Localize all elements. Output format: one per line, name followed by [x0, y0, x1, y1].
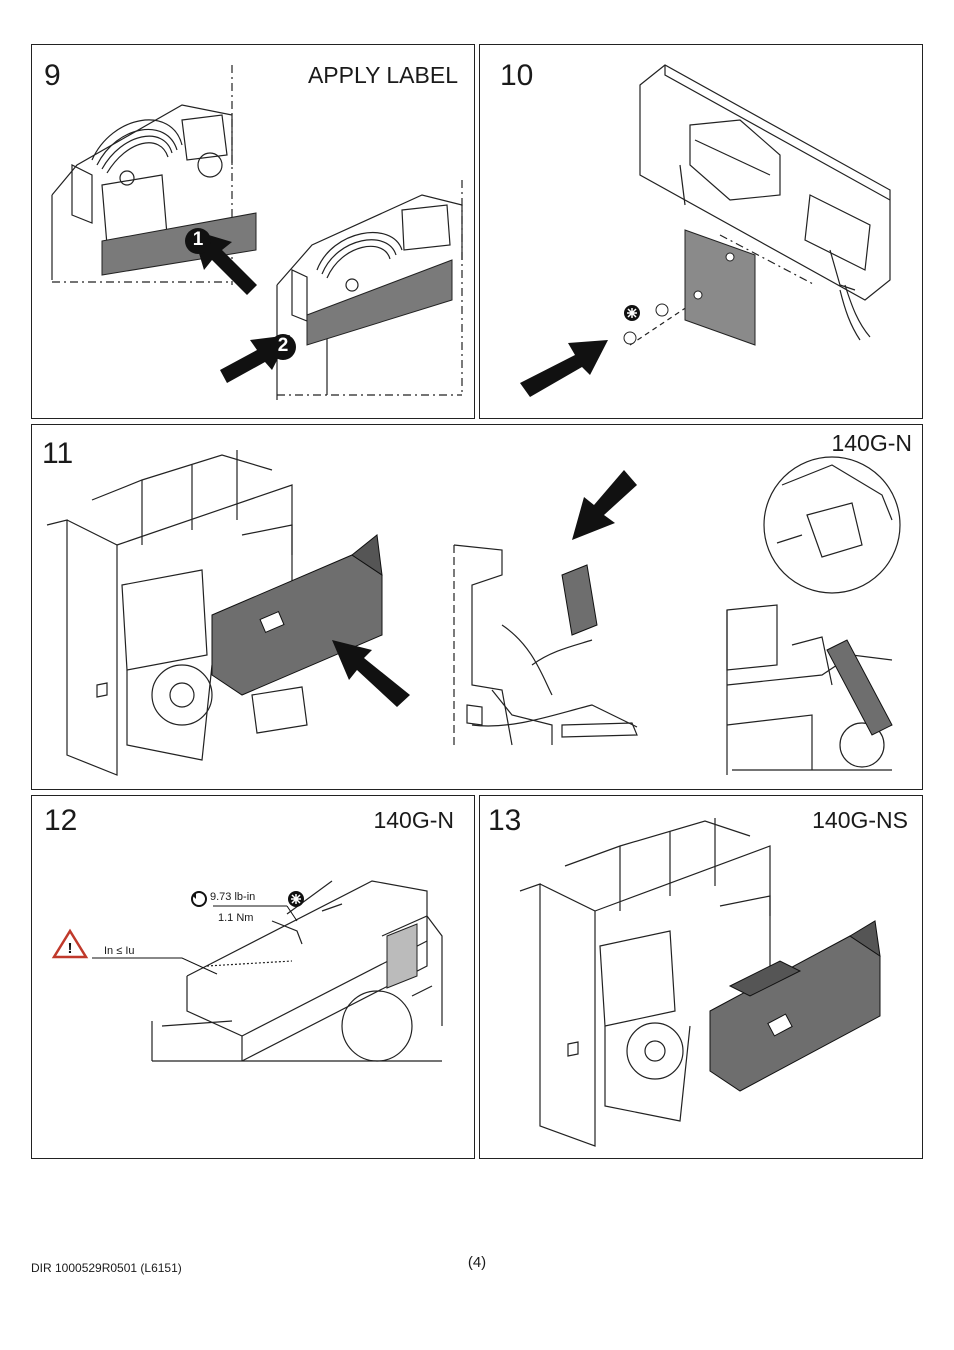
step-10-panel: 10: [479, 44, 923, 419]
step-number: 12: [44, 804, 78, 837]
svg-text:!: !: [68, 940, 73, 957]
push-arrow-right: [572, 470, 637, 540]
insert-arrow: [520, 340, 608, 397]
step-12-panel: 12 140G-N: [31, 795, 475, 1159]
callout-1: 1: [192, 229, 204, 250]
torx-icon: [624, 305, 640, 321]
model-label: 140G-NS: [812, 807, 908, 833]
step-number: 9: [44, 59, 61, 92]
torx-icon: [288, 891, 304, 907]
step-13-panel: 13 140G-NS: [479, 795, 923, 1159]
callout-2: 2: [277, 335, 289, 356]
trip-unit-install-illustration: [46, 450, 901, 776]
document-id: DIR 1000529R0501 (L6151): [31, 1261, 182, 1275]
step-label: APPLY LABEL: [307, 62, 458, 88]
model-label: 140G-N: [373, 807, 454, 833]
step-9-panel: 9 APPLY LABEL: [31, 44, 475, 419]
step-number: 11: [42, 437, 74, 470]
torque-metric: 1.1 Nm: [218, 912, 254, 924]
page-number: (4): [467, 1254, 487, 1271]
step-number: 13: [488, 804, 522, 837]
torque-screw-illustration: !: [51, 880, 443, 1062]
step-number: 10: [500, 59, 534, 92]
trip-unit-ns-illustration: [519, 818, 881, 1147]
callout-2-marker: [270, 334, 296, 360]
apply-label-illustration: [51, 65, 463, 400]
callout-1-marker: [185, 228, 211, 254]
torque-imperial: 9.73 lb-in: [210, 891, 256, 903]
warning-text: In ≤ Iu: [104, 945, 135, 957]
torque-rotate-icon: [191, 891, 207, 907]
warning-icon: !: [51, 928, 89, 959]
cover-plate-illustration: [520, 64, 891, 397]
step-11-panel: 11 140G-N: [31, 424, 923, 790]
model-label: 140G-N: [831, 430, 912, 456]
push-arrow-left: [332, 640, 410, 707]
